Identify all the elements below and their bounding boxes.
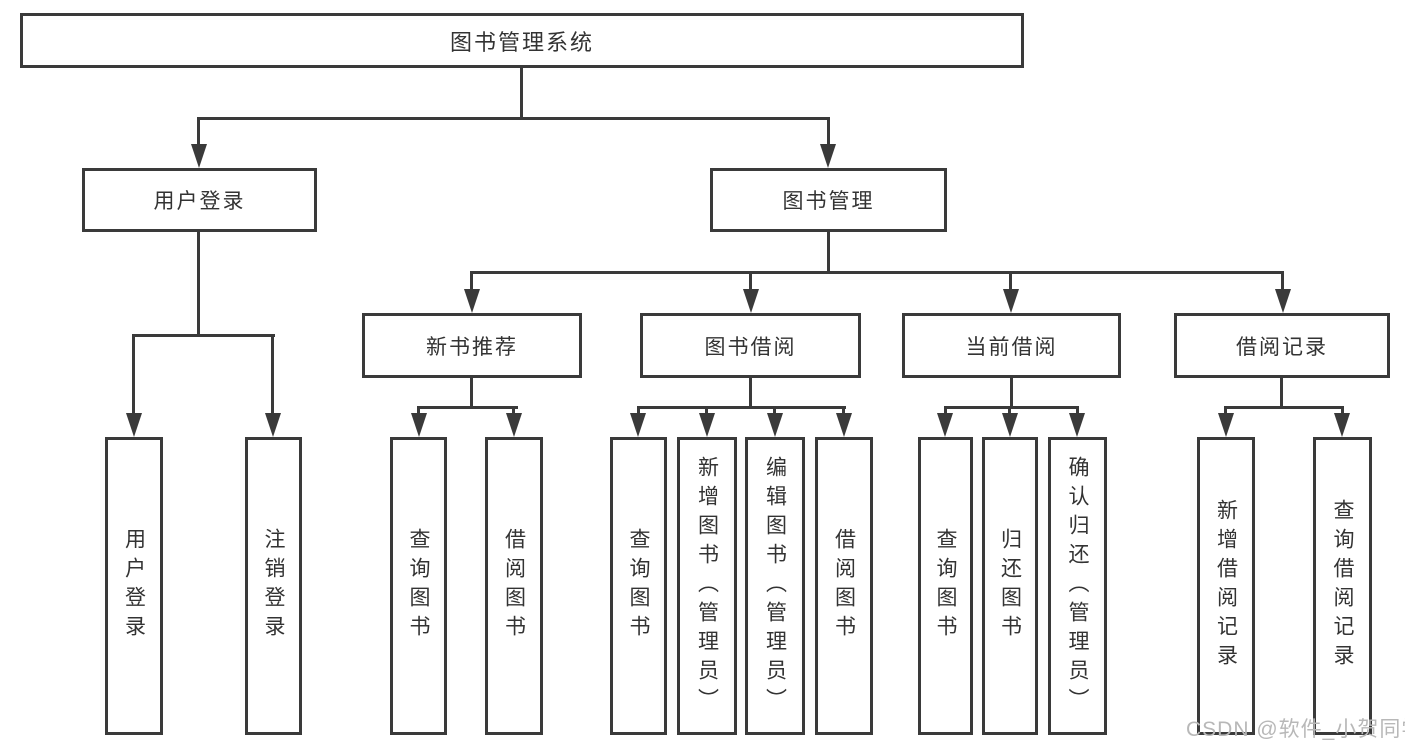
connector-stem: [1224, 406, 1227, 416]
connector-book-mgmt-hline: [470, 271, 1284, 274]
leaf-edit-books-admin: 编辑图书（管理员）: [745, 437, 805, 735]
connector-leaf-logout-stem: [271, 334, 274, 416]
leaf-add-borrow-record: 新增借阅记录: [1197, 437, 1255, 735]
node-book-borrowing: 图书借阅: [640, 313, 861, 378]
connector-user-login-stem: [197, 117, 200, 147]
connector-stem: [944, 406, 947, 416]
arrow-to-current: [1003, 289, 1019, 313]
connector-root-stem: [520, 66, 523, 120]
connector-stem: [705, 406, 708, 416]
connector-stem: [512, 406, 515, 416]
connector-borrow-hline: [637, 406, 846, 409]
node-library-management-system: 图书管理系统: [20, 13, 1024, 68]
connector-user-login-hline: [132, 334, 275, 337]
connector-stem: [417, 406, 420, 416]
arrow-to-leaf: [1069, 413, 1085, 437]
connector-book-mgmt-down: [827, 230, 830, 274]
arrow-to-leaf: [506, 413, 522, 437]
leaf-borrow-books: 借阅图书: [815, 437, 873, 735]
connector-borrow-stem: [749, 271, 752, 292]
arrow-to-leaf: [411, 413, 427, 437]
connector-records-hline: [1224, 406, 1344, 409]
arrow-to-leaf: [767, 413, 783, 437]
leaf-query-books-current: 查询图书: [918, 437, 973, 735]
node-borrowing-records: 借阅记录: [1174, 313, 1390, 378]
leaf-confirm-return-admin: 确认归还（管理员）: [1048, 437, 1107, 735]
connector-stem: [637, 406, 640, 416]
connector-stem: [1341, 406, 1344, 416]
leaf-borrow-books-recommend: 借阅图书: [485, 437, 543, 735]
connector-current-hline: [944, 406, 1079, 409]
node-book-management: 图书管理: [710, 168, 947, 232]
connector-current-stem: [1009, 271, 1012, 292]
arrow-to-leaf: [1002, 413, 1018, 437]
connector-current-down: [1010, 376, 1013, 409]
node-current-borrowing: 当前借阅: [902, 313, 1121, 378]
arrow-to-leaf: [1334, 413, 1350, 437]
connector-new-books-down: [470, 376, 473, 409]
csdn-watermark: CSDN @软件_小贺同学: [1186, 718, 1405, 741]
arrow-to-leaf-logout: [265, 413, 281, 437]
connector-root-hline: [197, 117, 830, 120]
arrow-to-book-mgmt: [820, 144, 836, 168]
leaf-return-books: 归还图书: [982, 437, 1038, 735]
connector-leaf-login-stem: [132, 334, 135, 416]
connector-borrow-down: [749, 376, 752, 409]
connector-stem: [773, 406, 776, 416]
connector-book-mgmt-stem: [827, 117, 830, 147]
arrow-to-leaf-login: [126, 413, 142, 437]
connector-stem: [1076, 406, 1079, 416]
leaf-query-books-recommend: 查询图书: [390, 437, 447, 735]
connector-user-login-down: [197, 230, 200, 337]
arrow-to-user-login: [191, 144, 207, 168]
connector-stem: [1008, 406, 1011, 416]
arrow-to-leaf: [1218, 413, 1234, 437]
arrow-to-records: [1275, 289, 1291, 313]
leaf-query-books-borrow: 查询图书: [610, 437, 667, 735]
node-new-book-recommend: 新书推荐: [362, 313, 582, 378]
arrow-to-leaf: [937, 413, 953, 437]
connector-records-stem: [1281, 271, 1284, 292]
node-user-login: 用户登录: [82, 168, 317, 232]
arrow-to-leaf: [630, 413, 646, 437]
arrow-to-leaf: [836, 413, 852, 437]
connector-new-books-stem: [470, 271, 473, 292]
leaf-add-books-admin: 新增图书（管理员）: [677, 437, 737, 735]
connector-stem: [842, 406, 845, 416]
leaf-user-login: 用户登录: [105, 437, 163, 735]
arrow-to-leaf: [699, 413, 715, 437]
leaf-query-borrow-record: 查询借阅记录: [1313, 437, 1372, 735]
connector-records-down: [1280, 376, 1283, 409]
arrow-to-borrow: [743, 289, 759, 313]
arrow-to-new-books: [464, 289, 480, 313]
connector-new-books-hline: [417, 406, 518, 409]
leaf-logout: 注销登录: [245, 437, 302, 735]
